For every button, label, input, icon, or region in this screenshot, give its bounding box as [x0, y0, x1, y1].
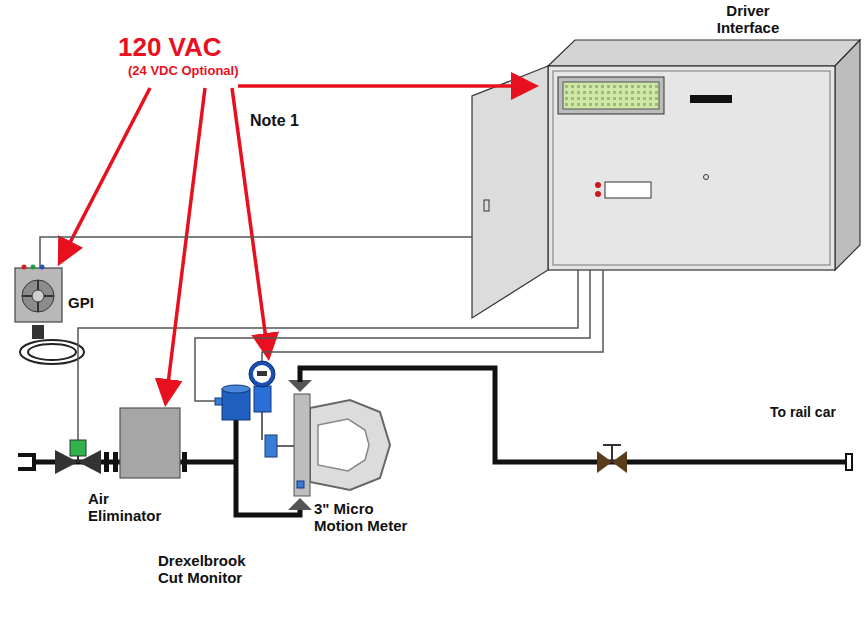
coriolis-meter — [249, 361, 390, 510]
component-label: Air Eliminator — [88, 490, 178, 525]
supply-voltage: 120 VAC — [118, 32, 222, 63]
micro-motion-meter: 3" Micro Motion Meter — [248, 358, 420, 537]
cut-monitor — [215, 385, 250, 420]
supply-option: (24 VDC Optional) — [128, 63, 239, 78]
inlet-piping — [18, 408, 300, 515]
signal-wire — [40, 237, 472, 268]
air-eliminator: Air Eliminator — [86, 404, 188, 530]
driver-interface: Driver Interface — [470, 2, 862, 324]
cut-monitor: Drexelbrook Cut Monitor — [156, 384, 264, 594]
outlet-piping — [300, 368, 852, 473]
cabinet — [472, 40, 860, 318]
power-arrows — [61, 86, 532, 400]
component-label: Drexelbrook Cut Monitor — [158, 552, 262, 587]
gpi-unit — [15, 265, 84, 365]
destination-label: To rail car — [770, 404, 836, 420]
signal-wire — [262, 270, 603, 361]
signal-wire — [195, 270, 590, 401]
component-label: Driver Interface — [698, 2, 798, 37]
component-label: 3" Micro Motion Meter — [314, 500, 418, 535]
component-label: GPI — [68, 294, 106, 311]
gpi-box: GPI — [12, 264, 108, 326]
note-callout: Note 1 — [250, 112, 299, 130]
